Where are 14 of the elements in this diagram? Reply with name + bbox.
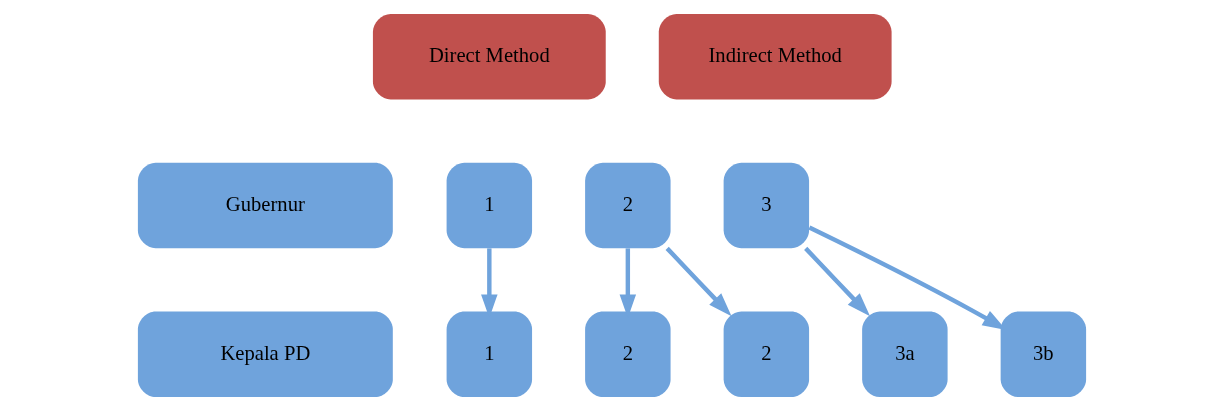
arrow [803,246,870,317]
node-box: 2 [584,162,671,249]
node-box: Direct Method [372,13,606,100]
node-box: 3b [1000,311,1086,398]
arrow [665,246,732,317]
node-box: Indirect Method [658,13,892,100]
node-box: Gubernur [137,162,393,249]
node-box: 2 [723,311,809,398]
node-box: 1 [446,311,532,398]
node-box: 3a [861,311,948,398]
node-box: 2 [584,311,671,398]
node-box: Kepala PD [137,311,393,398]
node-box: 1 [446,162,532,249]
node-box: 3 [723,162,809,249]
